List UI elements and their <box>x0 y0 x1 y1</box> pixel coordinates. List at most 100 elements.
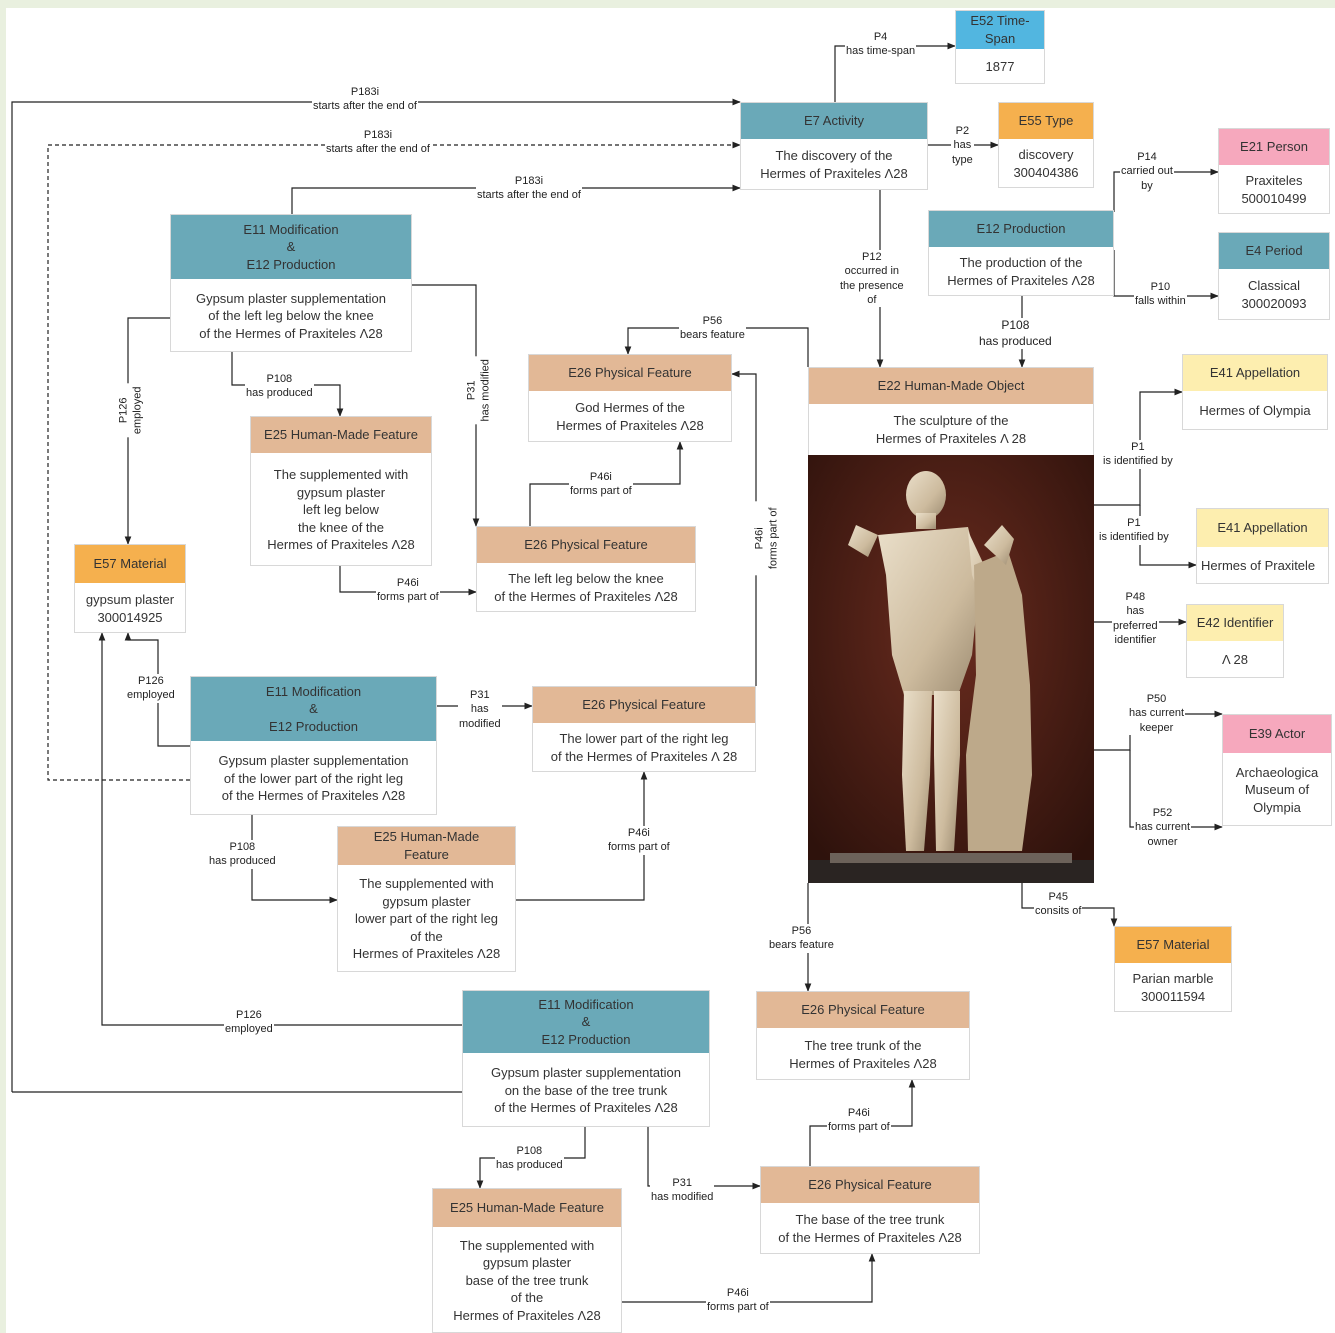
node-e26-tree-trunk: E26 Physical Feature The tree trunk of t… <box>756 991 970 1080</box>
node-body: The supplemented with gypsum plaster lef… <box>267 467 415 553</box>
edge-label-p108-prod: P108 has produced <box>978 318 1053 350</box>
node-body: The lower part of the right leg of the H… <box>550 731 738 764</box>
edge-label-p46-trunk: P46i forms part of <box>827 1106 891 1135</box>
node-e57-gypsum: E57 Material gypsum plaster 300014925 <box>74 544 186 633</box>
node-e26-left-leg: E26 Physical Feature The left leg below … <box>476 526 696 612</box>
node-body: Hermes of Praxitele <box>1201 558 1316 574</box>
node-body: The sculpture of the Hermes of Praxitele… <box>875 413 1027 446</box>
edge-label-p46-base: P46i forms part of <box>706 1286 770 1315</box>
edge-label-p183-2: P183i starts after the end of <box>325 128 431 157</box>
node-body: The left leg below the knee of the Herme… <box>494 571 678 604</box>
edge-label-p31-1: P31 has modified <box>464 356 494 425</box>
node-e41-appellation-praxiteles: E41 Appellation Hermes of Praxitele <box>1196 508 1329 584</box>
edge-label-p1a: P1 is identified by <box>1102 440 1174 469</box>
node-e42-identifier: E42 Identifier Λ 28 <box>1186 604 1284 678</box>
node-mod3-modification: E11 Modification & E12 Production Gypsum… <box>462 990 710 1127</box>
edge-label-p46-rightleg: P46i forms part of <box>607 826 671 855</box>
node-header: E39 Actor <box>1223 715 1331 753</box>
node-e25-feature-tree-trunk: E25 Human-Made Feature The supplemented … <box>432 1188 622 1333</box>
edge-label-p2: P2 has type <box>951 124 974 167</box>
node-body: The production of the Hermes of Praxitel… <box>947 255 1095 288</box>
edge-label-p126-2: P126 employed <box>126 674 176 703</box>
node-header: E42 Identifier <box>1187 605 1283 641</box>
node-header: E11 Modification & E12 Production <box>191 677 436 741</box>
node-body: Gypsum plaster supplementation of the le… <box>195 290 387 341</box>
edge-label-p4: P4 has time-span <box>845 30 917 59</box>
node-header: E57 Material <box>75 545 185 583</box>
node-body: Classical 300020093 <box>1241 278 1307 311</box>
edge-label-p56-god: P56 bears feature <box>679 314 746 343</box>
node-e41-appellation-olympia: E41 Appellation Hermes of Olympia <box>1182 354 1328 430</box>
node-header: E26 Physical Feature <box>533 687 755 723</box>
node-header: E25 Human-Made Feature <box>251 417 431 453</box>
node-header: E41 Appellation <box>1197 509 1328 547</box>
node-body: Gypsum plaster supplementation of the lo… <box>218 753 409 804</box>
edge-label-p48: P48 has preferred identifier <box>1112 590 1159 648</box>
edge-label-p46-god: P46i forms part of <box>569 470 633 499</box>
node-body: gypsum plaster 300014925 <box>85 591 175 625</box>
node-body: God Hermes of the Hermes of Praxiteles Λ… <box>556 400 704 433</box>
edge-label-p108-2: P108 has produced <box>208 840 277 869</box>
node-header: E21 Person <box>1219 129 1329 165</box>
node-body: Archaeologica Museum of Olympia <box>1235 764 1319 815</box>
node-e25-feature-right-leg: E25 Human-Made Feature The supplemented … <box>337 826 516 972</box>
edge-label-p126-1: P126 employed <box>116 383 146 438</box>
node-mod2-modification: E11 Modification & E12 Production Gypsum… <box>190 676 437 815</box>
node-e39-actor: E39 Actor Archaeologica Museum of Olympi… <box>1222 714 1332 826</box>
node-header: E26 Physical Feature <box>757 992 969 1028</box>
edge-label-p12: P12 occurred in the presence of <box>839 250 905 308</box>
edge-label-p52: P52 has current owner <box>1134 806 1192 849</box>
node-header: E25 Human-Made Feature <box>433 1189 621 1227</box>
edge-label-p46-leftleg: P46i forms part of <box>376 576 440 605</box>
node-header: E4 Period <box>1219 233 1329 269</box>
node-body: Λ 28 <box>1221 652 1249 668</box>
edge-label-p46-right-god: P46i forms part of <box>752 501 782 576</box>
node-e26-god-hermes: E26 Physical Feature God Hermes of the H… <box>528 354 732 442</box>
node-header: E41 Appellation <box>1183 355 1327 391</box>
node-e52-time-span: E52 Time- Span 1877 <box>955 10 1045 84</box>
node-header: E11 Modification & E12 Production <box>463 991 709 1053</box>
node-body: Praxiteles 500010499 <box>1241 173 1307 206</box>
node-e4-period: E4 Period Classical 300020093 <box>1218 232 1330 320</box>
node-body: The base of the tree trunk of the Hermes… <box>778 1212 962 1245</box>
node-header: E7 Activity <box>741 103 927 139</box>
edge-label-p10: P10 falls within <box>1134 280 1187 309</box>
edge-label-p183-1: P183i starts after the end of <box>312 85 418 114</box>
node-header: E57 Material <box>1115 927 1231 963</box>
node-body: The discovery of the Hermes of Praxitele… <box>760 148 908 181</box>
edge-label-p45: P45 consits of <box>1034 890 1083 919</box>
node-body: The tree trunk of the Hermes of Praxitel… <box>789 1037 937 1071</box>
node-body: Gypsum plaster supplementation on the ba… <box>490 1065 682 1116</box>
node-header: E25 Human-Made Feature <box>338 827 515 865</box>
node-header: E55 Type <box>999 103 1093 139</box>
node-header: E26 Physical Feature <box>477 527 695 563</box>
node-header: E52 Time- Span <box>956 11 1044 49</box>
edge-label-p126-3: P126 employed <box>224 1008 274 1037</box>
node-body: Hermes of Olympia <box>1199 403 1311 419</box>
node-e26-right-leg: E26 Physical Feature The lower part of t… <box>532 686 756 772</box>
node-e57-marble: E57 Material Parian marble 300011594 <box>1114 926 1232 1012</box>
node-e25-feature-left-leg: E25 Human-Made Feature The supplemented … <box>250 416 432 566</box>
edge-label-p31-3: P31 has modified <box>650 1176 715 1205</box>
node-e55-type: E55 Type discovery 300404386 <box>998 102 1094 188</box>
node-header: E26 Physical Feature <box>761 1167 979 1203</box>
node-header: E11 Modification & E12 Production <box>171 215 411 279</box>
node-mod1-modification: E11 Modification & E12 Production Gypsum… <box>170 214 412 352</box>
edge-label-p183-3: P183i starts after the end of <box>476 174 582 203</box>
statue-photograph <box>808 455 1094 883</box>
node-body: The supplemented with gypsum plaster bas… <box>453 1237 601 1323</box>
edge-label-p14: P14 carried out by <box>1120 150 1174 193</box>
diagram-canvas <box>6 8 1335 1333</box>
node-e26-base-tree-trunk: E26 Physical Feature The base of the tre… <box>760 1166 980 1254</box>
edge-label-p108-1: P108 has produced <box>245 372 314 401</box>
edge-label-p31-2: P31 has modified <box>458 688 502 731</box>
node-body: Parian marble 300011594 <box>1132 971 1214 1004</box>
node-e7-activity: E7 Activity The discovery of the Hermes … <box>740 102 928 190</box>
edge-label-p50: P50 has current keeper <box>1128 692 1186 735</box>
node-header: E26 Physical Feature <box>529 355 731 391</box>
node-header: E12 Production <box>929 211 1113 247</box>
node-body: 1877 <box>985 59 1015 75</box>
edge-label-p108-3: P108 has produced <box>495 1144 564 1173</box>
edge-label-p1b: P1 is identified by <box>1098 516 1170 545</box>
edge-label-p56-trunk: P56 bears feature <box>768 924 835 953</box>
